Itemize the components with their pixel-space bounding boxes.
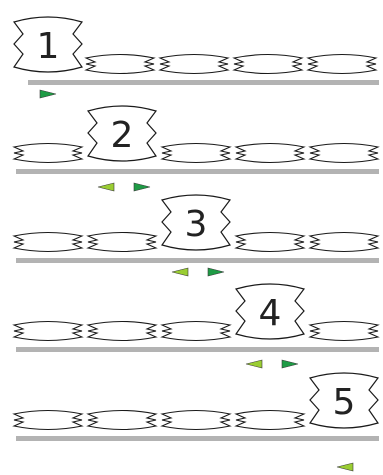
tile — [88, 411, 156, 430]
right-arrow-icon — [208, 268, 224, 276]
tile-number: 2 — [111, 115, 134, 156]
tile — [14, 144, 82, 163]
tile-number: 1 — [37, 26, 60, 67]
tile — [310, 144, 378, 163]
tile — [88, 233, 156, 252]
left-arrow-icon — [172, 268, 188, 276]
track-bar — [16, 347, 379, 352]
tile — [14, 322, 82, 341]
tile — [88, 322, 156, 341]
track-bar — [28, 80, 379, 85]
track-bar — [16, 436, 379, 441]
tile — [310, 322, 378, 341]
right-arrow-icon — [40, 90, 56, 98]
right-arrow-icon — [134, 183, 150, 191]
tile — [236, 233, 304, 252]
tile — [310, 233, 378, 252]
tile-number: 5 — [333, 382, 356, 423]
tile — [234, 55, 302, 74]
carousel-row-4: 4 — [14, 284, 379, 368]
track-bar — [16, 258, 379, 263]
left-arrow-icon — [246, 360, 262, 368]
tile — [162, 411, 230, 430]
carousel-row-5: 5 — [14, 373, 379, 471]
left-arrow-icon — [337, 463, 353, 471]
tile — [308, 55, 376, 74]
tile — [14, 411, 82, 430]
tile — [160, 55, 228, 74]
tile — [162, 144, 230, 163]
carousel-row-2: 2 — [14, 106, 379, 191]
carousel-row-3: 3 — [14, 195, 379, 276]
tile — [14, 233, 82, 252]
tile-number: 3 — [185, 204, 208, 245]
tile-number: 4 — [259, 293, 282, 334]
track-bar — [16, 169, 379, 174]
tile — [236, 411, 304, 430]
left-arrow-icon — [98, 183, 114, 191]
carousel-row-1: 1 — [14, 17, 379, 98]
tile — [162, 322, 230, 341]
right-arrow-icon — [282, 360, 298, 368]
tile — [236, 144, 304, 163]
tile — [86, 55, 154, 74]
